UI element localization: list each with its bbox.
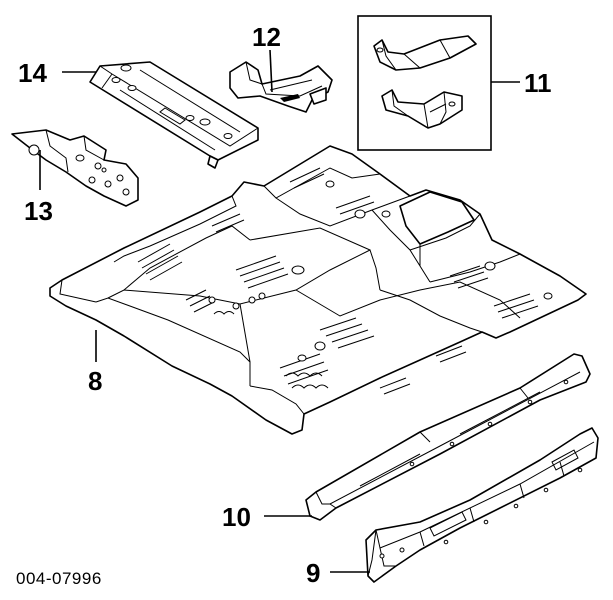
callout-11: 11: [524, 68, 552, 98]
part-8-floor-pan: [49, 145, 587, 435]
document-id: 004-07996: [16, 569, 102, 588]
part-10-inner-sill: [305, 353, 591, 521]
part-11-detail-box: [357, 15, 492, 151]
callout-10: 10: [222, 502, 251, 532]
part-12-bracket: [229, 61, 333, 113]
leader-12: [269, 49, 273, 93]
part-13-gusset: [11, 129, 139, 207]
callout-14: 14: [18, 58, 47, 88]
part-14-cross-member: [89, 61, 259, 169]
callout-8: 8: [88, 366, 102, 396]
callout-13: 13: [24, 196, 53, 226]
callout-9: 9: [306, 558, 320, 588]
callout-12: 12: [252, 22, 281, 52]
part-9-outer-rocker: [365, 427, 599, 583]
